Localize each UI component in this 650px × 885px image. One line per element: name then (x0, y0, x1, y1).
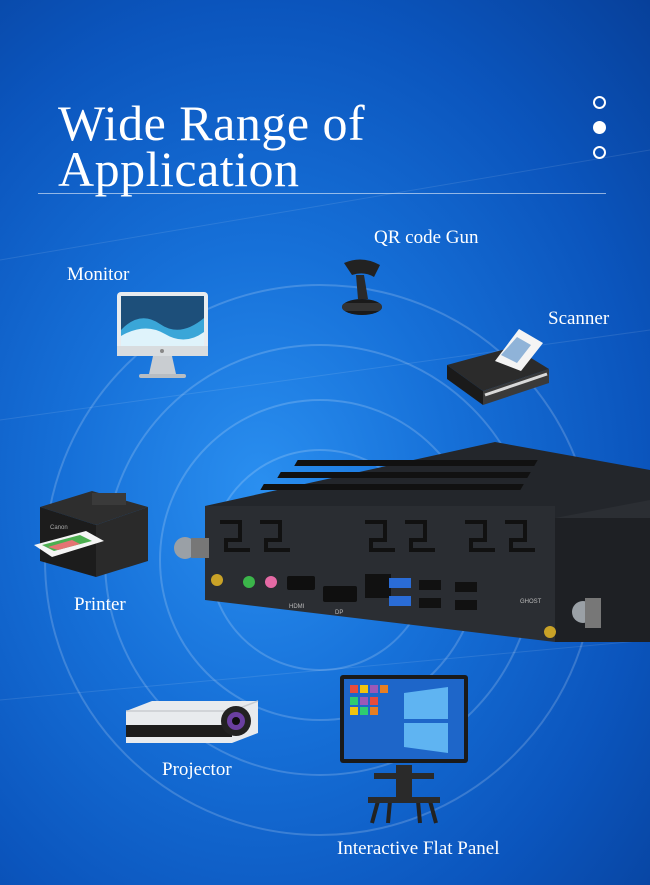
projector-label: Projector (162, 759, 232, 780)
svg-text:Canon: Canon (50, 525, 68, 531)
projector-image (122, 695, 262, 750)
pagination-dots (593, 96, 606, 171)
printer-image: Canon (32, 485, 152, 580)
pagination-dot-2-active[interactable] (593, 121, 606, 134)
pagination-dot-3[interactable] (593, 146, 606, 159)
title-line-1: Wide Range of (58, 94, 366, 151)
hdmi-port-label: HDMI (289, 604, 305, 610)
monitor-image (115, 290, 210, 382)
interactive-flat-panel-label: Interactive Flat Panel (337, 838, 500, 859)
title-line-2: Application (58, 140, 300, 197)
ghost-label: GHOST (520, 599, 542, 605)
interactive-flat-panel-image (338, 673, 470, 828)
qr-code-gun-image (334, 255, 389, 320)
mini-pc-image: HDMI DP GHOST (165, 430, 650, 670)
dp-port-label: DP (335, 610, 343, 616)
page-title: Wide Range of Application (58, 94, 366, 197)
printer-label: Printer (74, 594, 126, 615)
monitor-label: Monitor (67, 264, 130, 285)
scanner-label: Scanner (548, 308, 610, 329)
scanner-image (443, 325, 553, 407)
pagination-dot-1[interactable] (593, 96, 606, 109)
title-divider (38, 193, 606, 194)
qr-code-gun-label: QR code Gun (374, 227, 479, 248)
